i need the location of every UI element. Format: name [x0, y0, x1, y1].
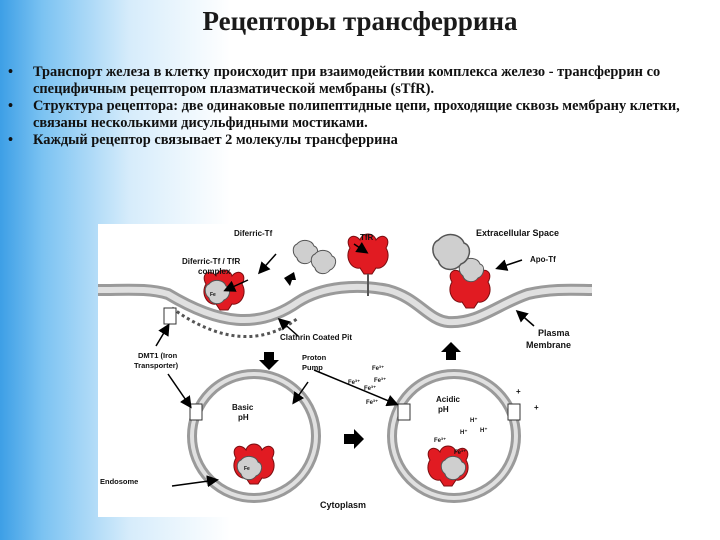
dmt1-transporter	[163, 307, 177, 325]
label-clathrin-coated-pit: Clathrin Coated Pit	[280, 333, 352, 342]
label-acidic: Acidic	[436, 395, 461, 404]
fe-ion: Fe³⁺	[366, 399, 378, 406]
label-complex: complex	[198, 267, 231, 276]
bullet-item: • Структура рецептора: две одинаковые пол…	[8, 98, 708, 132]
proton-ion: H⁺	[480, 427, 488, 434]
label-basic-ph: pH	[238, 413, 249, 422]
slide-title: Рецепторы трансферрина	[202, 6, 518, 36]
flow-arrow-up	[441, 342, 461, 360]
bullet-item: • Транспорт железа в клетку происходит пр…	[8, 64, 708, 98]
fe-ion: Fe³⁺	[374, 377, 386, 384]
bullet-list: • Транспорт железа в клетку происходит пр…	[8, 64, 708, 149]
label-acidic-ph: pH	[438, 405, 449, 414]
label-diferric-tf: Diferric-Tf	[234, 229, 273, 238]
label-tfr: TfR	[360, 233, 374, 242]
flow-arrow-internalize	[284, 272, 296, 286]
proton-ion: H⁺	[470, 417, 478, 424]
label-iron-transporter: Transporter)	[134, 361, 179, 370]
label-proton: Proton	[302, 353, 327, 362]
label-extracellular-space: Extracellular Space	[476, 228, 559, 238]
label-dmt1: DMT1 (Iron	[138, 351, 178, 360]
fe-ion: Fe³⁺	[364, 385, 376, 392]
proton-pump	[397, 403, 411, 421]
bullet-marker: •	[8, 64, 14, 80]
bullet-marker: •	[8, 98, 14, 114]
fe-ion: Fe	[244, 466, 250, 472]
flow-arrow-right	[344, 429, 364, 449]
label-endosome: Endosome	[100, 477, 138, 486]
fe-ion: Fe³⁺	[348, 379, 360, 386]
proton-ion: H⁺	[460, 429, 468, 436]
fe-ion: Fe³⁺	[454, 449, 466, 456]
label-apo-tf: Apo-Tf	[530, 255, 556, 264]
label-basic: Basic	[232, 403, 254, 412]
transferrin-cycle-diagram: Diferric-Tf TfR Extracellular Space Dife…	[98, 224, 592, 517]
proton-plus: +	[534, 403, 539, 412]
fe-ion: Fe	[210, 292, 216, 298]
bullet-text: Транспорт железа в клетку происходит при…	[33, 64, 661, 97]
bullet-item: • Каждый рецептор связывает 2 молекулы тр…	[8, 132, 708, 149]
flow-arrow-down	[259, 352, 279, 370]
bullet-text: Каждый рецептор связывает 2 молекулы тра…	[33, 132, 398, 148]
proton-plus: +	[516, 387, 521, 396]
label-diferric-complex: Diferric-Tf / TfR	[182, 257, 240, 266]
label-membrane: Membrane	[526, 340, 571, 350]
fe-ion: Fe³⁺	[434, 437, 446, 444]
bullet-text: Структура рецептора: две одинаковые поли…	[33, 98, 680, 131]
label-pump: Pump	[302, 363, 323, 372]
bullet-marker: •	[8, 132, 14, 148]
label-cytoplasm: Cytoplasm	[320, 500, 366, 510]
label-plasma: Plasma	[538, 328, 571, 338]
fe-ion: Fe³⁺	[372, 365, 384, 372]
